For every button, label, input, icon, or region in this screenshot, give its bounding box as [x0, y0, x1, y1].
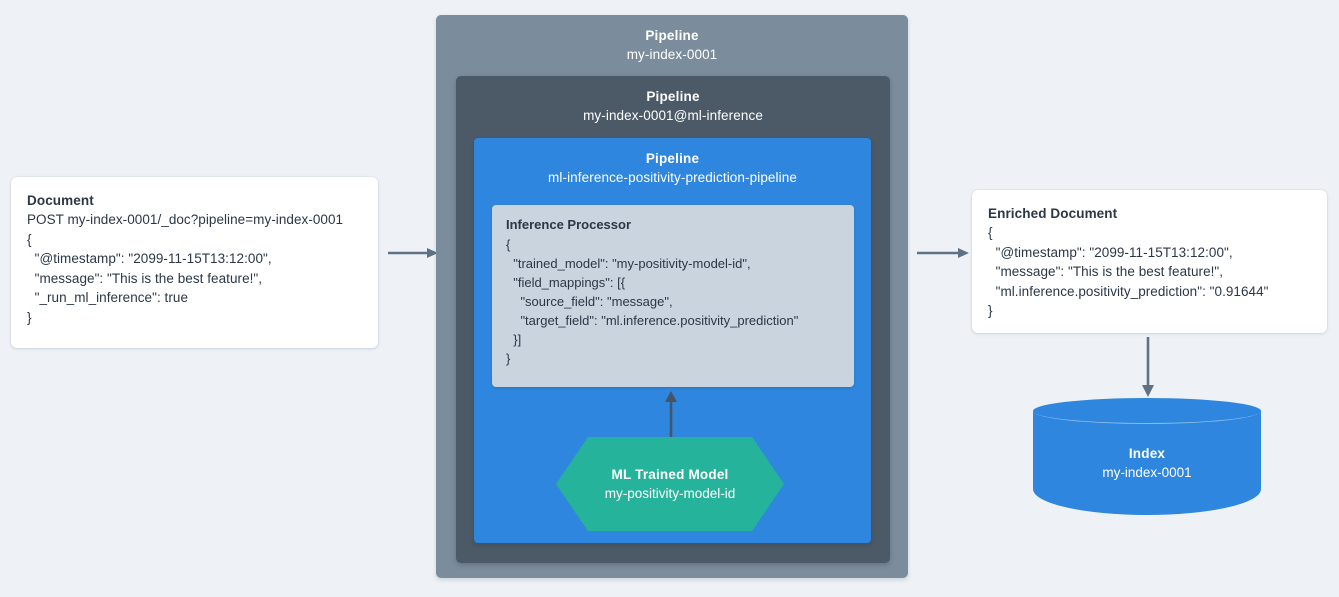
ml-trained-model-hexagon: ML Trained Model my-positivity-model-id [556, 437, 784, 531]
pipeline-middle-header: Pipeline my-index-0001@ml-inference [456, 76, 890, 125]
arrow-right-icon [917, 248, 969, 258]
document-card-request: POST my-index-0001/_doc?pipeline=my-inde… [27, 212, 344, 227]
cylinder-body [1033, 411, 1261, 515]
document-card: Document POST my-index-0001/_doc?pipelin… [11, 177, 378, 348]
arrow-document-to-pipeline [388, 245, 438, 261]
inference-processor-box: Inference Processor { "trained_model": "… [492, 205, 854, 387]
cylinder-top-ellipse [1033, 398, 1261, 424]
ml-trained-model-name: my-positivity-model-id [604, 486, 736, 501]
arrow-pipeline-to-enriched [917, 245, 969, 261]
arrow-up-icon [665, 391, 677, 437]
enriched-document-title: Enriched Document [988, 206, 1118, 221]
hexagon-shape [556, 437, 784, 531]
enriched-document-body: { "@timestamp": "2099-11-15T13:12:00", "… [988, 225, 1269, 318]
arrow-down-icon [1142, 337, 1154, 397]
pipeline-outer-name: my-index-0001 [626, 47, 718, 62]
enriched-document-card: Enriched Document { "@timestamp": "2099-… [972, 190, 1327, 333]
pipeline-inner-label: Pipeline [645, 151, 700, 166]
pipeline-middle-name: my-index-0001@ml-inference [583, 108, 763, 123]
pipeline-outer-label: Pipeline [645, 28, 699, 43]
ml-trained-model-text: ML Trained Model my-positivity-model-id [556, 437, 784, 531]
inference-processor-body: { "trained_model": "my-positivity-model-… [506, 236, 799, 366]
pipeline-inner-header: Pipeline ml-inference-positivity-predict… [474, 138, 871, 187]
index-label: Index [1128, 446, 1166, 461]
pipeline-outer-header: Pipeline my-index-0001 [436, 15, 908, 64]
arrow-right-icon [388, 248, 438, 258]
pipeline-middle-label: Pipeline [646, 89, 700, 104]
arrow-model-to-processor [663, 391, 679, 437]
inference-processor-title: Inference Processor [506, 217, 632, 232]
document-card-body: { "@timestamp": "2099-11-15T13:12:00", "… [27, 231, 272, 325]
arrow-enriched-to-index [1140, 337, 1156, 397]
ml-trained-model-label: ML Trained Model [611, 467, 729, 482]
index-name: my-index-0001 [1102, 465, 1192, 480]
document-card-title: Document [27, 193, 94, 208]
index-text: Index my-index-0001 [1033, 444, 1261, 482]
index-cylinder: Index my-index-0001 [1033, 398, 1261, 528]
pipeline-inner-name: ml-inference-positivity-prediction-pipel… [548, 170, 797, 185]
